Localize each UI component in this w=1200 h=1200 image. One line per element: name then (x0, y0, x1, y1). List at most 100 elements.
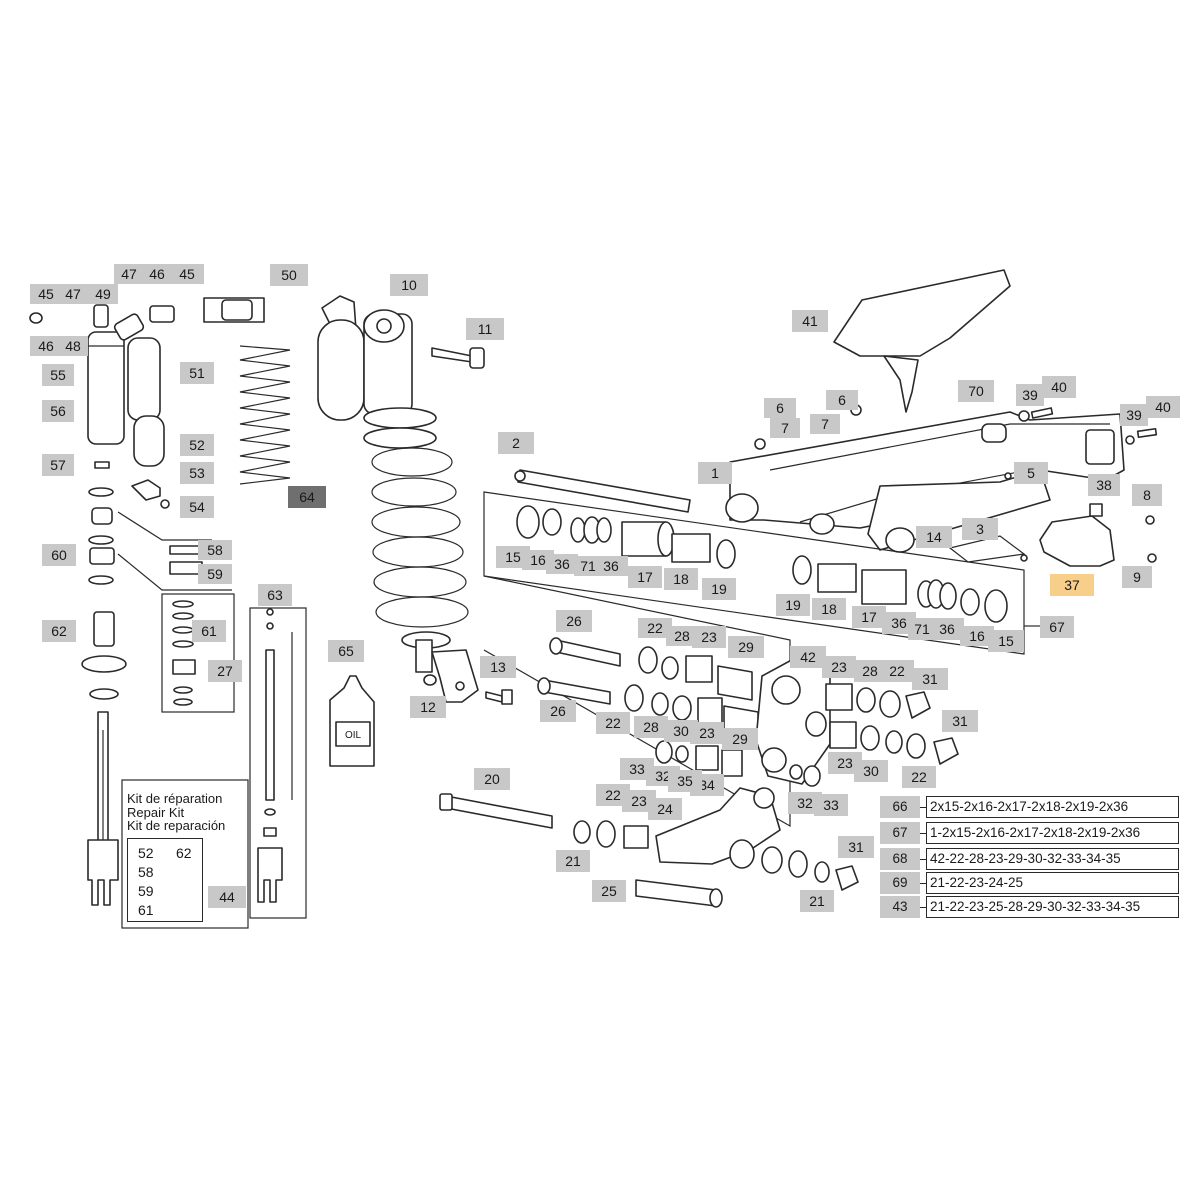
svg-text:36: 36 (939, 621, 955, 637)
svg-text:24: 24 (657, 801, 673, 817)
callout-46a: 46 (30, 336, 62, 356)
svg-text:19: 19 (711, 581, 727, 597)
repair-kit-title-fr: Kit de réparation (127, 791, 223, 806)
callout-24: 24 (648, 798, 682, 820)
kit-number: 69 (880, 872, 920, 894)
callout-8: 8 (1132, 484, 1162, 506)
callout-48: 48 (58, 336, 88, 356)
kit-row: 69 21-22-23-24-25 (880, 872, 1179, 894)
svg-text:30: 30 (673, 723, 689, 739)
kit-number: 66 (880, 796, 920, 818)
linkage (439, 637, 959, 908)
svg-text:22: 22 (889, 663, 905, 679)
callout-41: 41 (792, 310, 828, 332)
callout-45b: 45 (170, 264, 204, 284)
svg-text:57: 57 (50, 457, 66, 473)
callout-23e: 23 (622, 790, 656, 812)
shock-internals-group (29, 297, 307, 929)
svg-text:14: 14 (926, 529, 942, 545)
svg-text:6: 6 (776, 400, 784, 416)
callout-17a: 17 (628, 566, 662, 588)
svg-text:23: 23 (837, 755, 853, 771)
callout-40a: 40 (1042, 376, 1076, 398)
callout-57: 57 (42, 454, 74, 476)
callout-55: 55 (42, 364, 74, 386)
repair-kit-title-es: Kit de reparación (127, 818, 226, 833)
callout-71a: 71 (574, 556, 602, 576)
callout-29a: 29 (728, 636, 764, 658)
callout-26b: 26 (540, 700, 576, 722)
callout-31b: 31 (942, 710, 978, 732)
svg-text:33: 33 (629, 761, 645, 777)
svg-text:17: 17 (637, 569, 653, 585)
callout-17b: 17 (852, 606, 886, 628)
callout-70: 70 (958, 380, 994, 402)
callout-1: 1 (698, 462, 732, 484)
repair-kit-title: Kit de réparation Repair Kit Kit de repa… (127, 792, 225, 833)
svg-text:23: 23 (699, 725, 715, 741)
spring-64 (239, 345, 291, 485)
callout-33a: 33 (620, 758, 654, 780)
callout-36a: 36 (546, 554, 578, 574)
callout-27: 27 (208, 660, 242, 682)
svg-text:38: 38 (1096, 477, 1112, 493)
svg-text:71: 71 (580, 558, 596, 574)
repair-kit-item: 58 (138, 864, 154, 880)
svg-text:55: 55 (50, 367, 66, 383)
callout-22d: 22 (902, 766, 936, 788)
svg-text:28: 28 (643, 719, 659, 735)
svg-text:11: 11 (478, 321, 493, 337)
svg-text:47: 47 (65, 286, 81, 302)
callout-46b: 46 (142, 264, 172, 284)
callout-35: 35 (668, 770, 702, 792)
svg-text:34: 34 (699, 777, 715, 793)
callout-22e: 22 (596, 784, 630, 806)
svg-text:23: 23 (831, 659, 847, 675)
callout-15b: 15 (988, 630, 1024, 652)
svg-text:60: 60 (51, 547, 67, 563)
svg-text:58: 58 (207, 542, 223, 558)
svg-text:22: 22 (605, 715, 621, 731)
callout-7b: 7 (810, 414, 840, 434)
svg-text:32: 32 (797, 795, 813, 811)
svg-text:61: 61 (201, 623, 217, 639)
svg-text:42: 42 (800, 649, 816, 665)
callout-52: 52 (180, 434, 214, 456)
svg-text:21: 21 (565, 853, 581, 869)
svg-text:50: 50 (281, 267, 297, 283)
svg-text:47: 47 (121, 266, 137, 282)
svg-text:22: 22 (605, 787, 621, 803)
repair-kit-item: 52 (138, 845, 154, 861)
callout-30b: 30 (854, 760, 888, 782)
svg-text:65: 65 (338, 643, 354, 659)
svg-text:26: 26 (550, 703, 566, 719)
svg-text:19: 19 (785, 597, 801, 613)
svg-text:40: 40 (1051, 379, 1067, 395)
callout-21b: 21 (800, 890, 834, 912)
svg-text:29: 29 (732, 731, 748, 747)
callout-36c: 36 (882, 612, 916, 634)
callout-12: 12 (410, 696, 446, 718)
repair-kit-item: 59 (138, 883, 154, 899)
svg-text:15: 15 (505, 549, 521, 565)
callout-23c: 23 (822, 656, 856, 678)
svg-text:33: 33 (823, 797, 839, 813)
callout-38: 38 (1088, 474, 1120, 496)
callout-42: 42 (790, 646, 826, 668)
callout-11: 11 (466, 318, 504, 340)
svg-text:39: 39 (1126, 407, 1142, 423)
svg-text:28: 28 (862, 663, 878, 679)
callout-37: 37 (1050, 574, 1094, 596)
kit-parts: 42-22-28-23-29-30-32-33-34-35 (926, 848, 1179, 870)
callout-67: 67 (1040, 616, 1074, 638)
callout-22a: 22 (638, 618, 672, 638)
svg-text:62: 62 (51, 623, 67, 639)
callout-44: 44 (208, 886, 246, 908)
callout-58: 58 (198, 540, 232, 560)
kit-row: 66 2x15-2x16-2x17-2x18-2x19-2x36 (880, 796, 1179, 818)
callout-36b: 36 (594, 556, 628, 576)
svg-text:48: 48 (65, 338, 81, 354)
callout-25: 25 (592, 880, 626, 902)
svg-text:16: 16 (530, 552, 546, 568)
callout-31a: 31 (912, 668, 948, 690)
